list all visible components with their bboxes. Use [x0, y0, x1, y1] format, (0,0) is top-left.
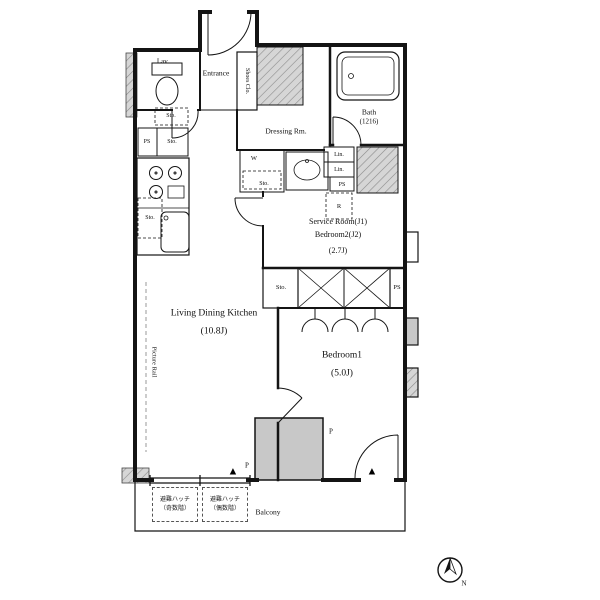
room-label-balcony: Balcony	[255, 507, 281, 517]
storage-label-kitchen-upper: Sto.	[167, 139, 177, 145]
feature-label-pillar-bottom: P	[245, 461, 249, 470]
storage-label-lav: Sto.	[166, 113, 176, 119]
storage-boxes	[137, 107, 189, 239]
linen-ps-fridge-boxes	[323, 146, 355, 220]
washer-box	[239, 149, 285, 193]
doors	[171, 11, 399, 479]
balcony-windows	[149, 475, 251, 486]
shoes-closet-box	[236, 51, 258, 111]
kitchen-fixtures	[136, 157, 190, 256]
fixture-label-washer: W	[250, 154, 258, 162]
escape-hatch-odd: 避難ハッチ （奇数階）	[152, 487, 198, 522]
storage-label-service: Sto.	[275, 283, 287, 291]
escape-hatch-odd-line1: 避難ハッチ	[159, 496, 190, 503]
compass-north-label: N	[461, 579, 467, 588]
balcony-outline	[134, 480, 406, 532]
toilet	[151, 62, 183, 106]
room-label-bedroom1-size: (5.0J)	[331, 368, 353, 379]
room-label-dressing: Dressing Rm.	[265, 126, 307, 136]
fixture-label-linen-bottom: Lin.	[334, 167, 344, 173]
escape-hatch-even: 避難ハッチ （偶数階）	[202, 487, 248, 522]
room-label-service-line1: Service Room(J1)	[309, 217, 367, 226]
room-label-lav: Lav.	[156, 57, 170, 66]
room-label-bedroom1: Bedroom1	[321, 350, 363, 361]
fixture-label-linen-top: Lin.	[334, 152, 344, 158]
shaft-label-ps-linen: PS	[338, 182, 346, 188]
storage-label-kitchen-lower: Sto.	[145, 215, 155, 221]
room-label-service-size: (2.7J)	[328, 246, 348, 255]
shaft-label-ps-bedroom: PS	[393, 283, 401, 291]
storage-label-washer: Sto.	[259, 181, 269, 187]
washbasin	[285, 151, 329, 191]
feature-label-picture-rail: Picture Rail	[150, 346, 158, 378]
feature-label-pillar-top: P	[329, 427, 333, 436]
room-label-bath-size: (1216)	[359, 117, 379, 126]
room-label-service-line2: Bedroom2(J2)	[314, 230, 362, 239]
compass-icon	[437, 557, 463, 583]
bathtub	[336, 51, 400, 101]
shaft-label-ps-kitchen: PS	[143, 139, 151, 145]
room-label-bath: Bath	[361, 107, 377, 117]
room-label-entrance: Entrance	[202, 68, 230, 78]
escape-marker-right-icon: ▲	[366, 465, 378, 478]
outer-walls	[133, 10, 407, 482]
escape-hatch-odd-line2: （奇数階）	[159, 505, 190, 512]
escape-hatch-even-line1: 避難ハッチ	[209, 496, 240, 503]
gray-areas	[254, 46, 419, 481]
escape-hatch-even-line2: （偶数階）	[209, 505, 240, 512]
room-label-ldk: Living Dining Kitchen	[170, 308, 258, 319]
escape-marker-left-icon: ▲	[227, 465, 239, 478]
room-label-shoes-closet: Shoes Clo.	[244, 67, 250, 95]
fixture-label-fridge: R	[336, 202, 342, 210]
room-label-ldk-size: (10.8J)	[200, 326, 228, 337]
closet-symbols	[262, 267, 406, 333]
